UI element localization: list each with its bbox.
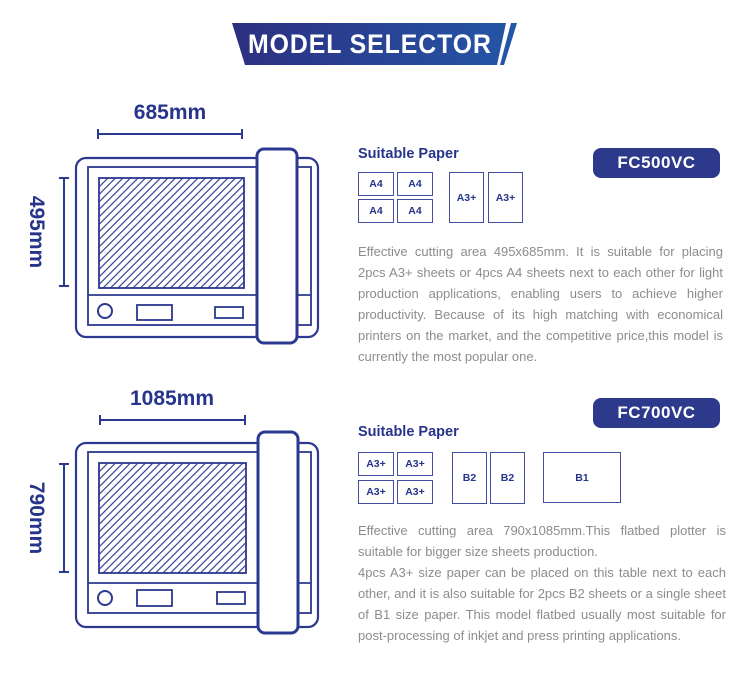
model2-width-dimension-line [99, 415, 246, 425]
paper-box-a3plus: A3+ [358, 452, 394, 476]
model2-description: Effective cutting area 790x1085mm.This f… [358, 523, 726, 643]
paper-box-b2: B2 [490, 452, 525, 504]
panel-button-right [216, 591, 246, 605]
panel-button-left [136, 304, 173, 321]
paper-box-a3plus: A3+ [358, 480, 394, 504]
paper-box-a4: A4 [397, 199, 433, 223]
paper-box-a3plus: A3+ [397, 452, 433, 476]
carriage-bar [255, 147, 299, 345]
model2-width-label: 1085mm [129, 387, 215, 410]
model2-paper-heading: Suitable Paper [358, 424, 459, 440]
panel-button-right [214, 306, 244, 319]
paper-box-a3plus: A3+ [397, 480, 433, 504]
title-banner: MODEL SELECTOR [232, 23, 517, 65]
model2-height-dimension-line [59, 463, 69, 573]
cutting-area-hatch [98, 177, 245, 289]
page-title: MODEL SELECTOR [247, 28, 492, 59]
model-badge-fc500vc[interactable]: FC500VC [593, 148, 720, 178]
model1-description: Effective cutting area 495x685mm. It is … [358, 244, 723, 364]
title-banner-shape: MODEL SELECTOR [232, 23, 506, 65]
paper-box-a4: A4 [397, 172, 433, 196]
power-knob-icon [97, 303, 113, 319]
panel-button-left [136, 589, 173, 607]
plotter-diagram-fc500vc [74, 147, 320, 345]
model1-width-label: 685mm [133, 101, 207, 124]
paper-box-a4: A4 [358, 199, 394, 223]
model1-height-label: 495mm [25, 195, 48, 269]
paper-box-b2: B2 [452, 452, 487, 504]
model1-height-dimension-line [59, 177, 69, 287]
model2-height-label: 790mm [25, 481, 48, 555]
paper-box-a3plus: A3+ [449, 172, 484, 223]
paper-box-b1: B1 [543, 452, 621, 503]
paper-box-a3plus: A3+ [488, 172, 523, 223]
carriage-bar [256, 430, 300, 635]
model1-paper-heading: Suitable Paper [358, 146, 459, 162]
power-knob-icon [97, 590, 113, 606]
paper-box-a4: A4 [358, 172, 394, 196]
cutting-area-hatch [98, 462, 247, 574]
model-badge-fc700vc[interactable]: FC700VC [593, 398, 720, 428]
model1-width-dimension-line [97, 129, 243, 139]
plotter-diagram-fc700vc [74, 430, 320, 635]
